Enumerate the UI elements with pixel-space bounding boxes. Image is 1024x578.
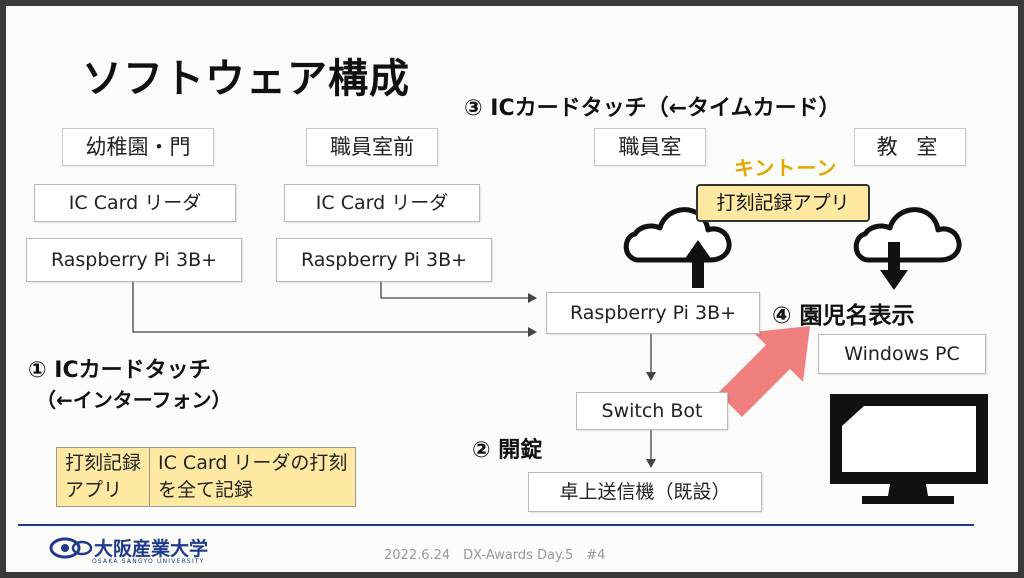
heading-intercom-note: （←インターフォン）	[36, 388, 232, 412]
raspberry-pi-staffroom: Raspberry Pi 3B+	[546, 292, 760, 334]
monitor-icon	[830, 394, 988, 504]
desktop-transmitter: 卓上送信機（既設）	[528, 472, 762, 512]
raspberry-pi-gate: Raspberry Pi 3B+	[26, 238, 242, 282]
location-staffroom: 職員室	[594, 128, 706, 166]
heading-ic-touch-intercom: ① ICカードタッチ	[28, 358, 211, 383]
raspberry-pi-staffroom-front: Raspberry Pi 3B+	[276, 238, 492, 282]
cloud-icon-left	[623, 207, 732, 263]
page-title: ソフトウェア構成	[82, 56, 410, 102]
location-staffroom-front: 職員室前	[306, 128, 438, 166]
cloud-app-label: 打刻記録アプリ	[696, 184, 870, 222]
kintone-label: キントーン	[734, 156, 838, 180]
heading-ic-touch-timecard: ③ ICカードタッチ（←タイムカード）	[464, 96, 841, 121]
location-kindergarten-gate: 幼稚園・門	[62, 128, 214, 166]
connectors	[49, 207, 988, 559]
legend-app-description: IC Card リーダの打刻 を全て記録	[149, 447, 357, 507]
ic-card-reader-staffroom-front: IC Card リーダ	[284, 184, 480, 222]
pink-arrow-icon	[718, 326, 810, 417]
arrow-up-icon	[684, 240, 712, 288]
ic-card-reader-gate: IC Card リーダ	[34, 184, 236, 222]
legend-app-name: 打刻記録 アプリ	[55, 447, 151, 507]
legend-table: 打刻記録 アプリ IC Card リーダの打刻 を全て記録	[55, 447, 357, 507]
arrow-down-icon	[880, 242, 908, 290]
location-classroom: 教 室	[854, 128, 966, 166]
line-pi2-to-main	[380, 282, 537, 303]
windows-pc: Windows PC	[818, 334, 986, 374]
university-logo-subtext: OSAKA SANGYO UNIVERSITY	[92, 558, 205, 565]
footer-info: 2022.6.24 DX-Awards Day.5 #4	[384, 548, 606, 563]
university-logo-icon	[49, 537, 93, 559]
heading-display-child-name: ④ 園児名表示	[772, 303, 915, 329]
footer-divider	[18, 524, 974, 526]
heading-unlock: ② 開錠	[472, 438, 543, 463]
university-logo-text: 大阪産業大学	[94, 538, 209, 560]
slide: ソフトウェア構成 ③ ICカードタッチ（←タイムカード） 幼稚園・門 職員室前 …	[6, 6, 1018, 572]
switch-bot: Switch Bot	[576, 392, 728, 430]
cloud-icon-right	[853, 207, 962, 263]
line-pi1-to-main	[132, 282, 537, 337]
